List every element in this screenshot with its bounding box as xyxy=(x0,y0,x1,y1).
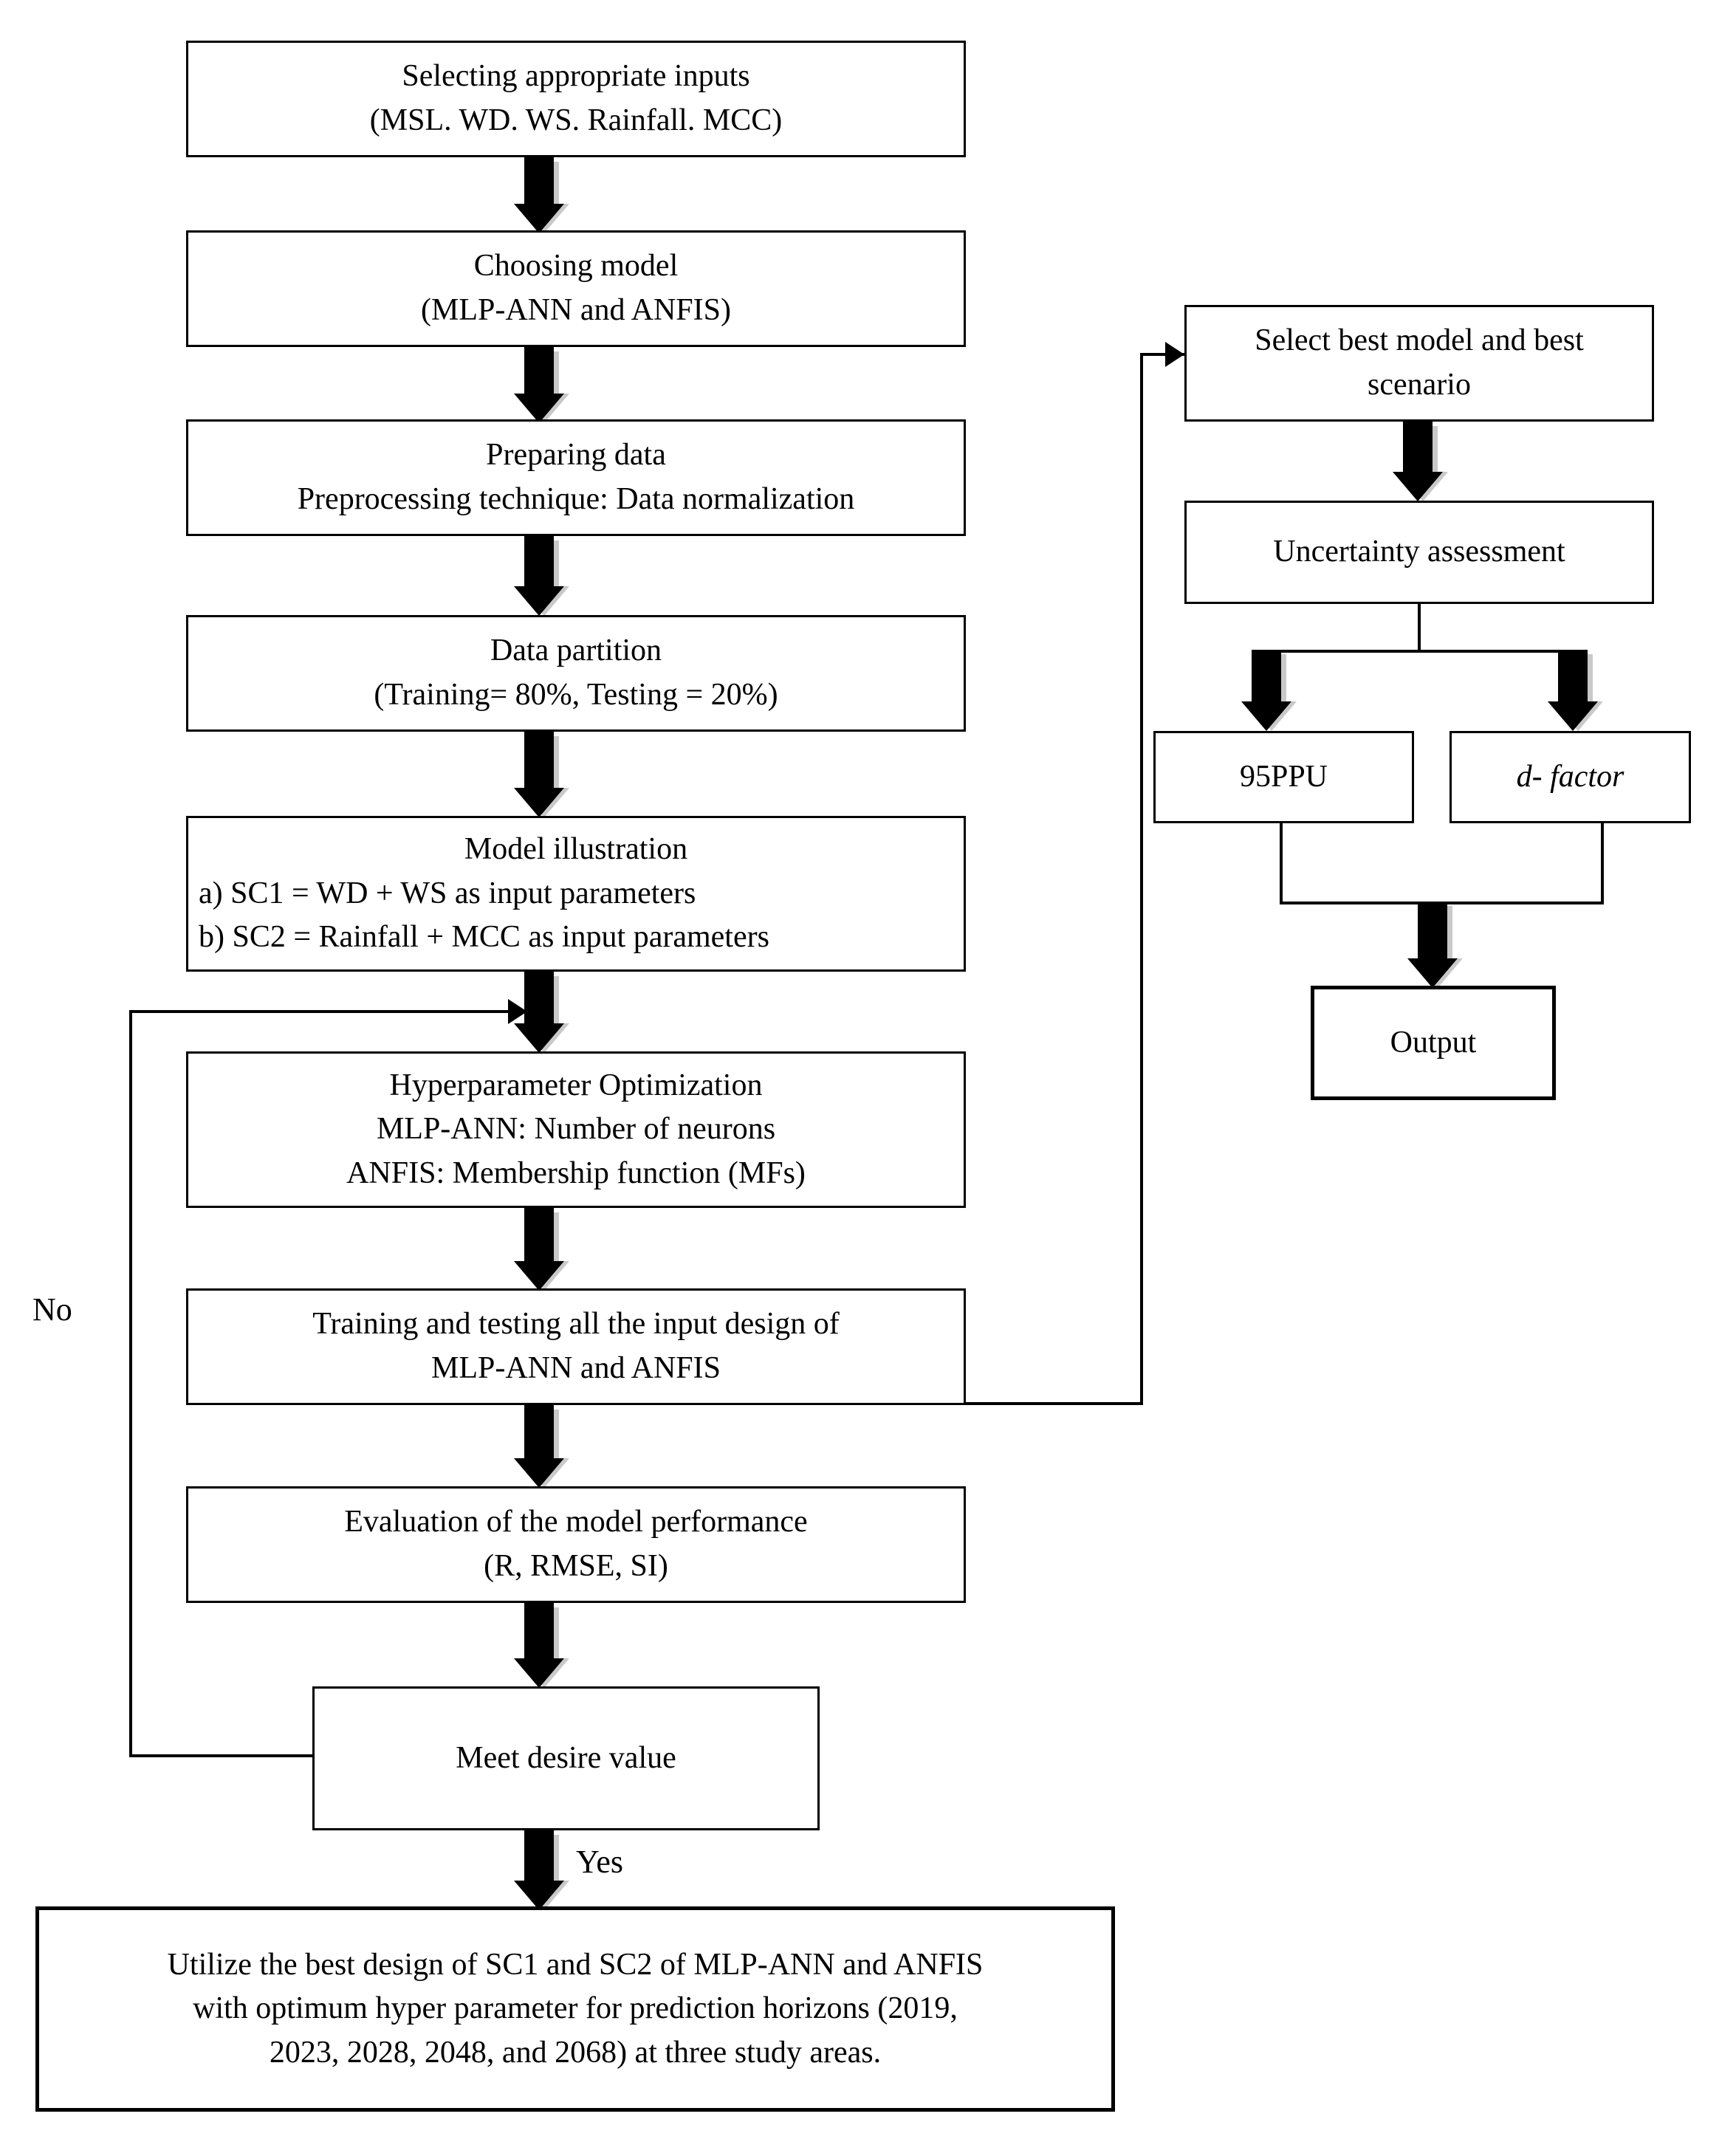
arrow-hyperparam-to-training xyxy=(510,1208,569,1291)
node-95ppu-line1: 95PPU xyxy=(1239,759,1328,794)
node-preparing-data-line2: Preprocessing technique: Data normalizat… xyxy=(297,482,855,516)
node-select-best-model-line1: Select best model and best xyxy=(1255,323,1584,358)
node-meet-desire-value-line1: Meet desire value xyxy=(456,1740,676,1775)
node-training-testing-line1: Training and testing all the input desig… xyxy=(312,1307,840,1342)
node-data-partition[interactable]: Data partition (Training= 80%, Testing =… xyxy=(186,615,966,732)
connector-training-to-select-bottom xyxy=(966,1402,1143,1405)
node-final-utilize-line1: Utilize the best design of SC1 and SC2 o… xyxy=(167,1947,984,1982)
node-training-testing-line2: MLP-ANN and ANFIS xyxy=(430,1351,721,1385)
arrow-partition-to-illustration xyxy=(510,732,569,817)
node-model-illustration-line2: a) SC1 = WD + WS as input parameters xyxy=(199,876,696,910)
arrow-uncertainty-to-ppu xyxy=(1237,650,1297,731)
node-training-testing[interactable]: Training and testing all the input desig… xyxy=(186,1288,966,1405)
node-hyperparameter-line3: ANFIS: Membership function (MFs) xyxy=(346,1156,806,1190)
node-95ppu[interactable]: 95PPU xyxy=(1153,731,1414,823)
arrow-model-to-prepare xyxy=(510,347,569,423)
edge-label-yes: Yes xyxy=(576,1844,624,1880)
arrow-evaluation-to-decision xyxy=(510,1603,569,1688)
loop-no-arrowhead xyxy=(508,999,527,1024)
arrow-prepare-to-partition xyxy=(510,536,569,616)
arrow-uncertainty-to-dfactor xyxy=(1543,650,1603,731)
node-output[interactable]: Output xyxy=(1311,986,1556,1100)
node-preparing-data-line1: Preparing data xyxy=(486,438,666,473)
node-output-line1: Output xyxy=(1390,1025,1477,1060)
merge-ppu-stub xyxy=(1280,823,1283,904)
node-choosing-model-line2: (MLP-ANN and ANFIS) xyxy=(421,293,731,327)
node-select-best-model-line2: scenario xyxy=(1368,368,1471,402)
loop-no-segment-top xyxy=(129,1010,510,1013)
node-final-utilize-line3: 2023, 2028, 2048, and 2068) at three stu… xyxy=(269,2035,882,2070)
node-d-factor-line1: d- factor xyxy=(1516,759,1625,794)
node-model-illustration-line1: Model illustration xyxy=(464,832,688,867)
node-meet-desire-value[interactable]: Meet desire value xyxy=(312,1686,820,1830)
connector-training-to-select-top xyxy=(1140,353,1186,356)
split-uncertainty-stub xyxy=(1418,604,1421,651)
node-preparing-data[interactable]: Preparing data Preprocessing technique: … xyxy=(186,419,966,536)
split-uncertainty-bar xyxy=(1265,650,1573,653)
edge-label-no: No xyxy=(32,1291,72,1328)
node-uncertainty-assessment[interactable]: Uncertainty assessment xyxy=(1184,501,1654,604)
node-select-best-model[interactable]: Select best model and best scenario xyxy=(1184,305,1654,422)
loop-no-segment-vertical xyxy=(129,1010,132,1757)
node-model-illustration[interactable]: Model illustration a) SC1 = WD + WS as i… xyxy=(186,816,966,972)
node-hyperparameter-line2: MLP-ANN: Number of neurons xyxy=(376,1112,776,1147)
connector-training-to-select-vertical xyxy=(1140,353,1143,1405)
node-uncertainty-line1: Uncertainty assessment xyxy=(1273,535,1565,569)
node-final-utilize[interactable]: Utilize the best design of SC1 and SC2 o… xyxy=(35,1906,1115,2112)
node-selecting-inputs-line1: Selecting appropriate inputs xyxy=(402,59,750,94)
merge-dfactor-stub xyxy=(1601,823,1604,904)
connector-select-arrowhead xyxy=(1165,342,1184,367)
node-evaluation-line1: Evaluation of the model performance xyxy=(344,1505,808,1539)
node-choosing-model-line1: Choosing model xyxy=(473,249,679,284)
node-final-utilize-line2: with optimum hyper parameter for predict… xyxy=(193,1991,958,2026)
arrow-select-to-uncertainty xyxy=(1388,422,1448,501)
loop-no-segment-bottom xyxy=(129,1754,314,1757)
node-data-partition-line1: Data partition xyxy=(490,634,662,668)
arrow-illustration-to-hyperparam xyxy=(510,972,569,1053)
arrow-inputs-to-model xyxy=(510,157,569,233)
node-model-illustration-line3: b) SC2 = Rainfall + MCC as input paramet… xyxy=(199,920,769,955)
arrow-training-to-evaluation xyxy=(510,1405,569,1488)
node-evaluation[interactable]: Evaluation of the model performance (R, … xyxy=(186,1486,966,1603)
node-selecting-inputs-line2: (MSL. WD. WS. Rainfall. MCC) xyxy=(369,103,783,137)
node-hyperparameter-optimization[interactable]: Hyperparameter Optimization MLP-ANN: Num… xyxy=(186,1051,966,1208)
node-d-factor[interactable]: d- factor xyxy=(1449,731,1691,823)
node-evaluation-line2: (R, RMSE, SI) xyxy=(484,1549,668,1583)
node-hyperparameter-line1: Hyperparameter Optimization xyxy=(389,1068,763,1102)
node-data-partition-line2: (Training= 80%, Testing = 20%) xyxy=(374,678,778,712)
node-choosing-model[interactable]: Choosing model (MLP-ANN and ANFIS) xyxy=(186,230,966,347)
arrow-decision-yes-to-final xyxy=(510,1830,569,1910)
arrow-merge-to-output xyxy=(1403,902,1463,988)
node-selecting-inputs[interactable]: Selecting appropriate inputs (MSL. WD. W… xyxy=(186,41,966,157)
